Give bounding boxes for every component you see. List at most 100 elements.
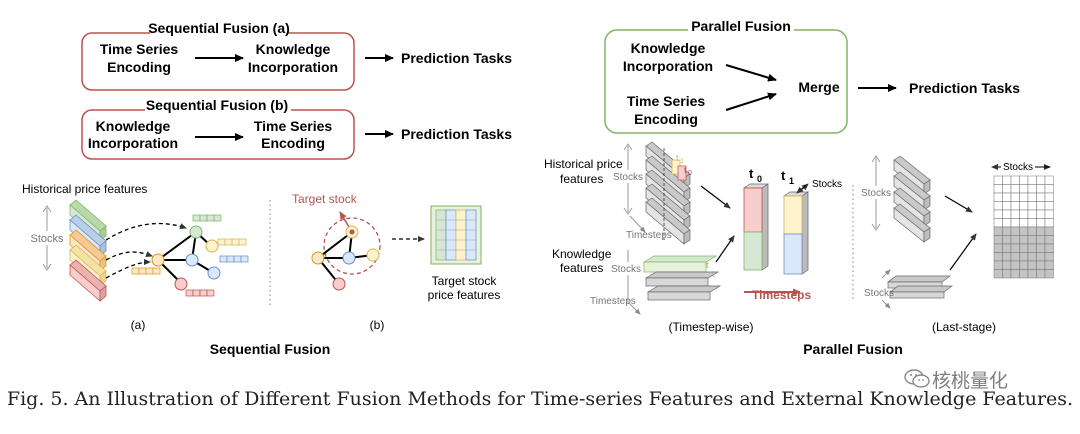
merged-grid-cell <box>1019 209 1029 219</box>
sequential-b-output: Prediction Tasks <box>401 126 512 142</box>
merged-grid-cell <box>1027 175 1037 185</box>
merged-grid-cell <box>1010 226 1020 236</box>
merged-grid-cell <box>1002 175 1012 185</box>
merged-grid-cell <box>1010 209 1020 219</box>
merged-grid-cell <box>1002 226 1012 236</box>
merged-grid-cell <box>1010 269 1020 279</box>
stocks-label-t1: Stocks <box>812 179 842 190</box>
merged-grid-cell <box>993 269 1003 279</box>
parallel-output: Prediction Tasks <box>909 80 1020 96</box>
sequential-a-title: Sequential Fusion (a) <box>148 20 290 36</box>
merged-grid-cell <box>1019 218 1029 228</box>
merged-grid-cell <box>1002 201 1012 211</box>
merged-grid-cell <box>1044 252 1054 262</box>
target-feature-grid <box>430 205 482 265</box>
figure-caption: Fig. 5. An Illustration of Different Fus… <box>6 388 1074 410</box>
merged-grid-cell <box>1027 201 1037 211</box>
knowledge-features-label-1: Knowledge <box>552 247 612 261</box>
subfigure-a-label: (a) <box>131 318 146 332</box>
merged-grid-cell <box>1036 218 1046 228</box>
merged-grid-cell <box>1002 218 1012 228</box>
merged-grid-cell <box>1036 243 1046 253</box>
target-neighborhood <box>323 217 381 275</box>
graph-node-red <box>174 277 188 291</box>
merged-grid-cell <box>1002 269 1012 279</box>
merged-grid-cell <box>1002 192 1012 202</box>
target-features-label-1: Target stock <box>432 274 498 288</box>
sequential-b-step2-line2: Encoding <box>261 135 325 151</box>
feature-vector-green <box>192 214 222 222</box>
merged-grid-cell <box>1019 226 1029 236</box>
timesteps-red-label: Timesteps <box>752 288 811 302</box>
dashed-arrow-3 <box>105 259 151 279</box>
merged-grid-cell <box>1010 252 1020 262</box>
stocks-axis-label-2: Stocks <box>611 264 641 275</box>
hist-price-label-2: features <box>560 172 603 186</box>
graph-node-blue-2 <box>207 266 221 280</box>
sequential-b-step1-line2: Incorporation <box>88 135 178 151</box>
sequential-b-step1-line1: Knowledge <box>96 118 171 134</box>
parallel-input1-line2: Incorporation <box>623 58 713 74</box>
merged-grid-cell <box>993 260 1003 270</box>
parallel-fusion-section-label: Parallel Fusion <box>803 341 903 357</box>
merged-grid-cell <box>1027 218 1037 228</box>
merged-grid-cell <box>1044 175 1054 185</box>
column-t1 <box>782 191 810 275</box>
merged-grid-cell <box>1019 252 1029 262</box>
parallel-arrow-1 <box>725 64 777 82</box>
sequential-a-step2-line2: Incorporation <box>248 59 338 75</box>
stocks-label: Stocks <box>30 233 64 245</box>
merged-grid-cell <box>1010 175 1020 185</box>
merged-grid-cell <box>1044 243 1054 253</box>
merged-grid-cell <box>1010 218 1020 228</box>
merged-grid-cell <box>1044 235 1054 245</box>
merged-grid-cell <box>1027 235 1037 245</box>
merged-grid-cell <box>1036 260 1046 270</box>
column-t0 <box>742 183 770 271</box>
merged-grid-cell <box>993 201 1003 211</box>
last-stage-feature-stack <box>893 155 931 243</box>
sequential-b-title: Sequential Fusion (b) <box>146 97 288 113</box>
hist-price-label-1: Historical price <box>544 157 623 171</box>
sequential-a-step2-line1: Knowledge <box>256 41 331 57</box>
merged-grid-cell <box>993 235 1003 245</box>
merged-grid-cell <box>1036 209 1046 219</box>
merged-grid-cell <box>1010 235 1020 245</box>
graph-node-blue <box>185 253 199 267</box>
merged-grid-cell <box>1010 184 1020 194</box>
merged-grid-cell <box>1036 269 1046 279</box>
parallel-input2-line2: Encoding <box>634 111 698 127</box>
graph-node-orange <box>151 253 165 267</box>
merged-grid-cell <box>1027 209 1037 219</box>
knowledge-feature-slab <box>642 255 722 301</box>
feature-vector-yellow <box>217 238 247 246</box>
merged-grid-cell <box>1027 269 1037 279</box>
merged-grid-cell <box>1036 192 1046 202</box>
historical-price-label: Historical price features <box>22 182 147 196</box>
merged-grid-cell <box>1027 192 1037 202</box>
feature-vector-orange <box>131 267 161 275</box>
feature-bar-red <box>69 259 107 302</box>
dashed-arrow-2 <box>105 251 153 261</box>
merged-grid-cell <box>1036 235 1046 245</box>
parallel-arrow-2 <box>725 92 777 111</box>
merged-grid-cell <box>1027 184 1037 194</box>
merged-grid-cell <box>1019 269 1029 279</box>
merged-grid-cell <box>1010 260 1020 270</box>
merged-grid-cell <box>1019 201 1029 211</box>
sequential-fusion-section-label: Sequential Fusion <box>210 341 331 357</box>
merged-grid-cell <box>1002 260 1012 270</box>
parallel-input2-line1: Time Series <box>627 93 706 109</box>
graph-node-b-orange <box>311 251 325 265</box>
graph-node-b-red <box>332 277 346 291</box>
merged-grid-cell <box>1019 175 1029 185</box>
merged-grid-cell <box>1019 260 1029 270</box>
merged-grid-cell <box>1036 201 1046 211</box>
merged-grid-cell <box>1044 260 1054 270</box>
merged-grid-cell <box>993 175 1003 185</box>
historical-feature-stack <box>645 141 691 245</box>
merged-grid-cell <box>1044 192 1054 202</box>
sequential-a-output: Prediction Tasks <box>401 50 512 66</box>
watermark-text: 核桃量化 <box>932 370 1009 392</box>
